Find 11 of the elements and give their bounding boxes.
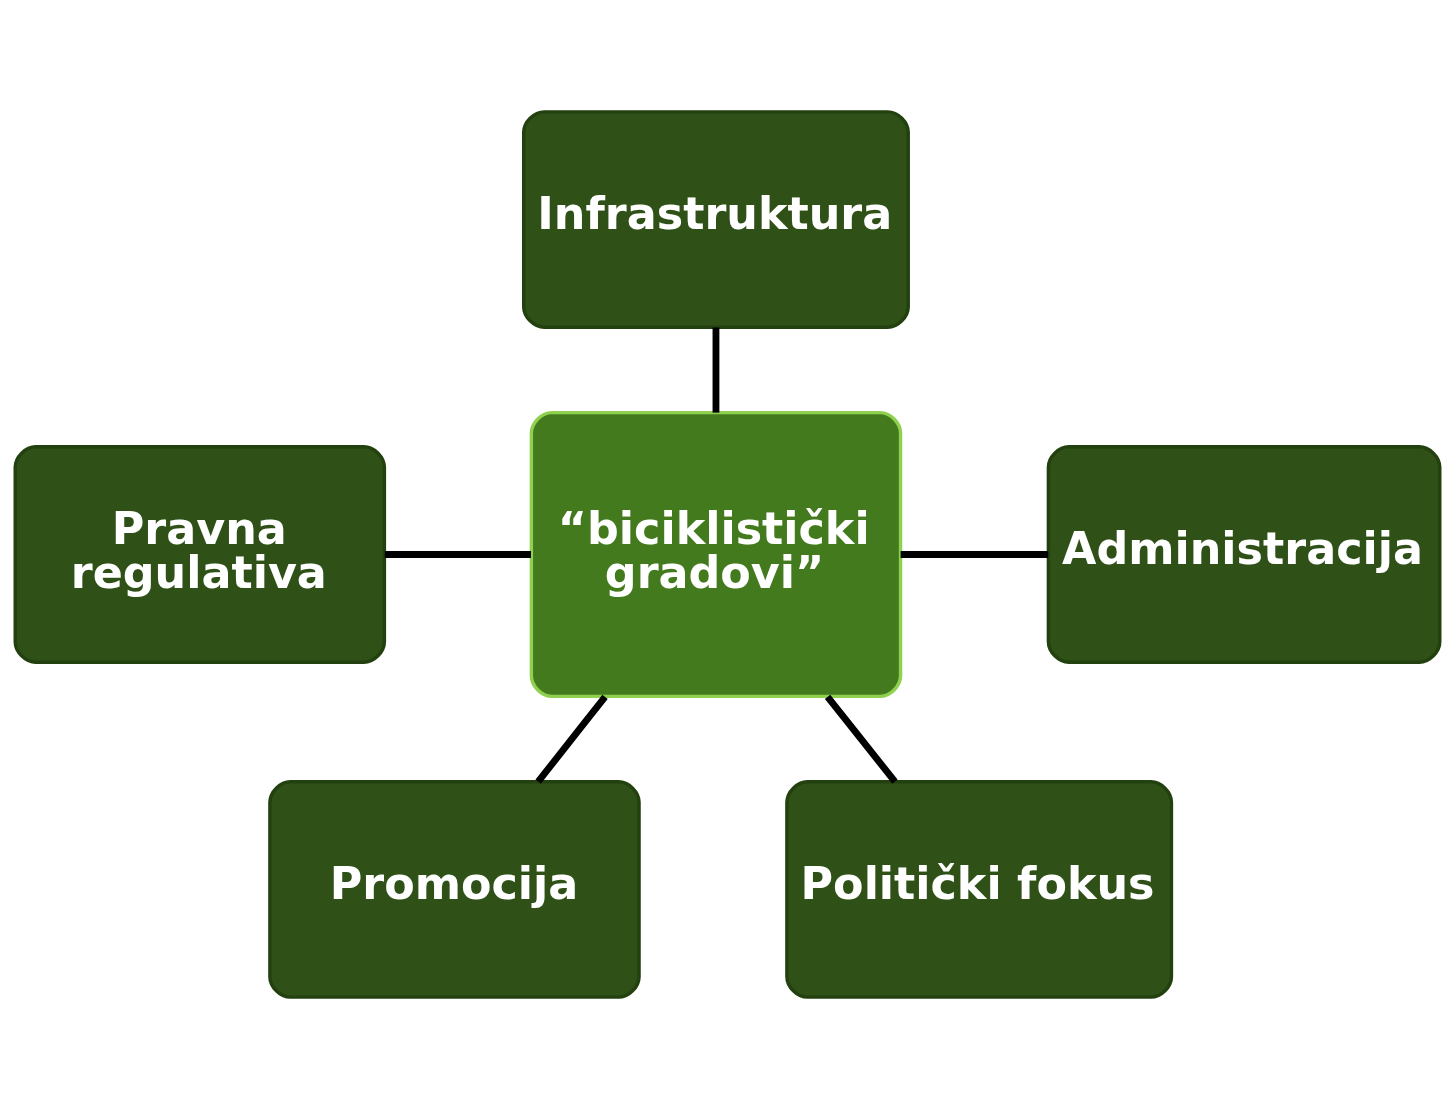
connector — [824, 694, 898, 784]
node-box: Pravna regulativa — [13, 445, 387, 664]
node-box: Administracija — [1046, 445, 1442, 664]
connector — [384, 551, 531, 558]
connector — [712, 327, 720, 413]
connector — [535, 694, 608, 784]
node-box: “biciklistički gradovi” — [529, 410, 903, 699]
connector — [900, 551, 1049, 558]
node-box: Promocija — [268, 780, 641, 999]
node-box: Infrastruktura — [522, 110, 910, 329]
node-box: Politički fokus — [785, 780, 1174, 999]
